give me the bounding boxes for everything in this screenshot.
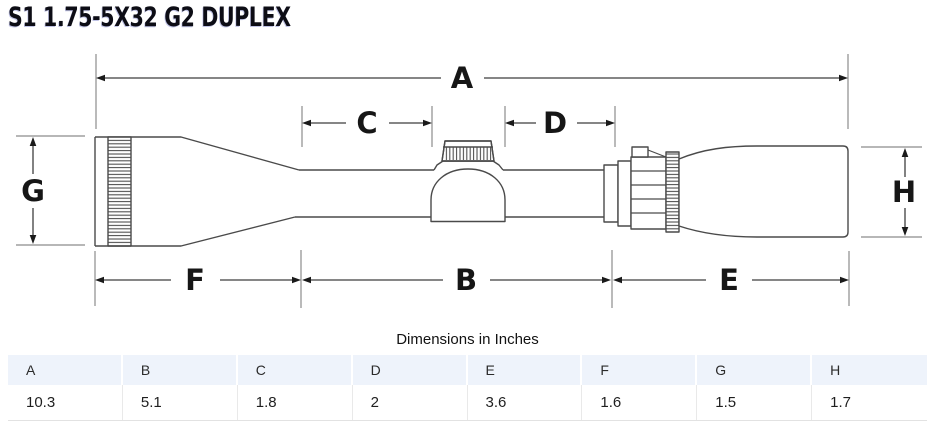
- dim-label-e: E: [719, 263, 739, 297]
- dimension-f: F: [94, 250, 302, 308]
- dimension-d: D: [504, 106, 616, 147]
- turret-cap: [441, 140, 495, 162]
- table-caption: Dimensions in Inches: [396, 331, 539, 348]
- dimension-a: A: [95, 54, 849, 129]
- arrowhead: [840, 276, 849, 284]
- value-cell-g: 1.5: [697, 385, 813, 420]
- eyepiece-bell: [678, 145, 849, 238]
- table-header-row: A B C D E F G H: [8, 355, 927, 385]
- arrowhead: [95, 276, 104, 284]
- arrowhead: [901, 148, 909, 157]
- dimensions-table: Dimensions in Inches A B C D E F G H 10.…: [8, 331, 927, 421]
- arrowhead: [96, 74, 105, 82]
- header-cell-a: A: [8, 355, 123, 385]
- arrowhead: [901, 227, 909, 236]
- arrowhead: [29, 137, 37, 146]
- dim-label-d: D: [543, 106, 567, 140]
- power-indicator-tab: [631, 146, 649, 158]
- value-cell-e: 3.6: [467, 385, 583, 420]
- scope-dimension-diagram: A C D G: [16, 54, 922, 308]
- header-cell-b: B: [122, 355, 238, 385]
- arrowhead: [292, 276, 301, 284]
- objective-knurl-ring: [107, 136, 132, 247]
- header-cell-g: G: [697, 355, 813, 385]
- power-ring-assembly: [603, 146, 680, 233]
- dim-label-g: G: [21, 174, 45, 208]
- header-cell-c: C: [237, 355, 353, 385]
- value-cell-b: 5.1: [122, 385, 238, 420]
- dimension-b: B: [302, 250, 613, 308]
- arrowhead: [602, 276, 611, 284]
- power-knurl-ring: [665, 151, 680, 233]
- header-cell-h: H: [812, 355, 927, 385]
- arrowhead: [423, 119, 432, 127]
- arrowhead: [606, 119, 615, 127]
- table-value-row: 10.3 5.1 1.8 2 3.6 1.6 1.5 1.7: [8, 385, 927, 421]
- page-title: S1 1.75-5X32 G2 DUPLEX: [8, 2, 291, 33]
- value-cell-h: 1.7: [812, 385, 927, 420]
- arrowhead: [839, 74, 848, 82]
- arrowhead: [302, 276, 311, 284]
- arrowhead: [613, 276, 622, 284]
- dimension-e: E: [613, 251, 850, 306]
- dim-label-b: B: [455, 263, 477, 297]
- dim-label-f: F: [185, 263, 205, 297]
- value-cell-a: 10.3: [8, 385, 123, 420]
- value-cell-c: 1.8: [237, 385, 353, 420]
- dimension-h: H: [861, 146, 922, 238]
- arrowhead: [29, 235, 37, 244]
- turret-dome: [430, 168, 506, 223]
- dimension-c: C: [301, 106, 433, 147]
- dim-label-c: C: [356, 106, 377, 140]
- value-cell-f: 1.6: [582, 385, 698, 420]
- dim-label-a: A: [451, 61, 474, 95]
- header-cell-e: E: [467, 355, 583, 385]
- dim-label-h: H: [892, 175, 916, 209]
- arrowhead: [302, 119, 311, 127]
- dimension-g: G: [16, 135, 85, 246]
- value-cell-d: 2: [352, 385, 468, 420]
- scope-drawing: [94, 136, 849, 247]
- objective-bell: [94, 136, 300, 247]
- header-cell-d: D: [352, 355, 468, 385]
- header-cell-f: F: [582, 355, 698, 385]
- arrowhead: [505, 119, 514, 127]
